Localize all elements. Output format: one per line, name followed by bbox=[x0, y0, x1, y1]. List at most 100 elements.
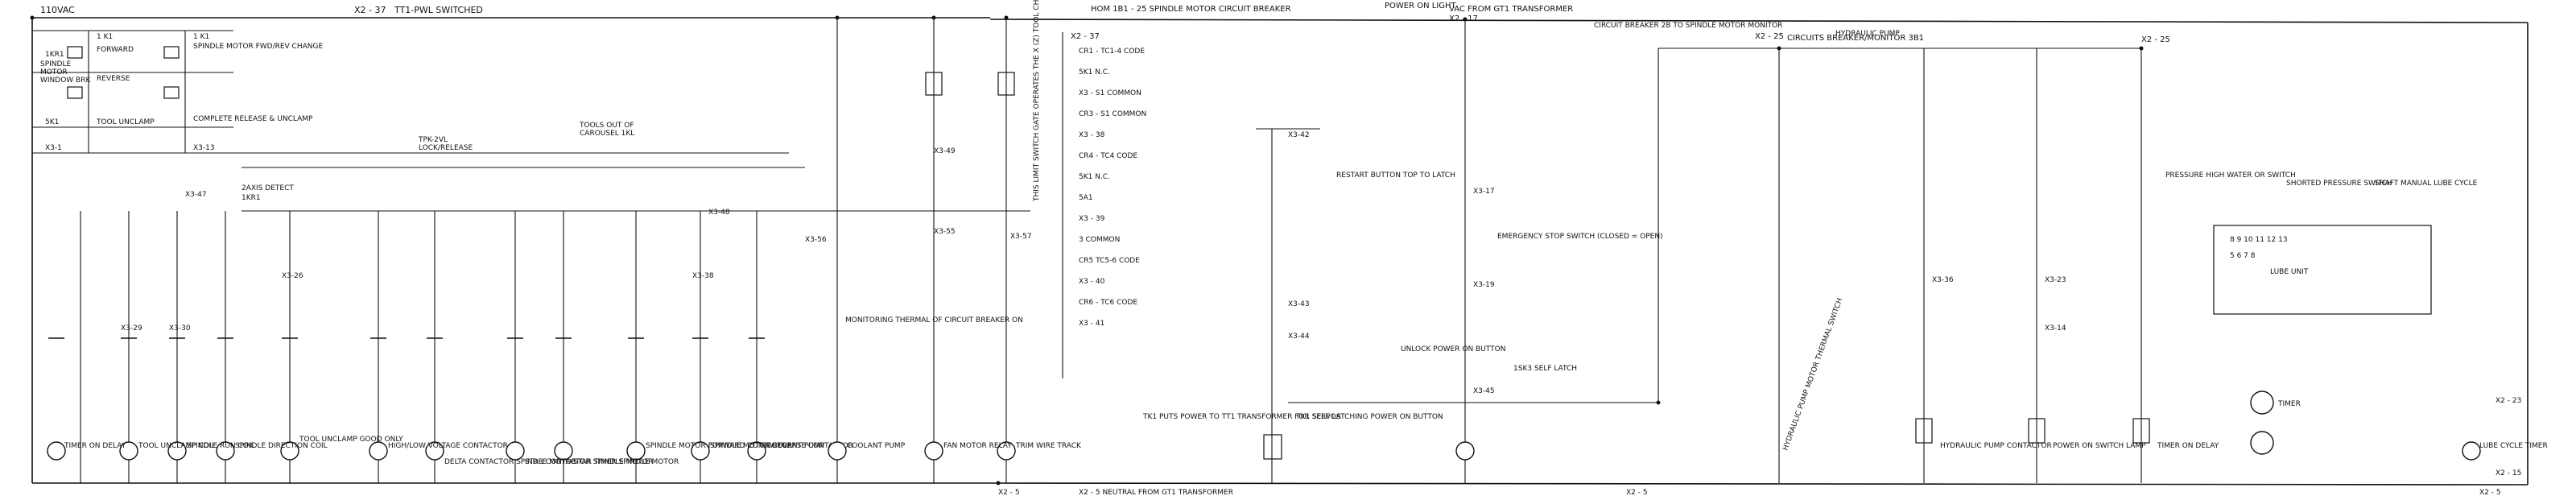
svg-text:TIMER ON DELAY: TIMER ON DELAY bbox=[2157, 442, 2219, 450]
svg-text:CR6 - TC6 CODE: CR6 - TC6 CODE bbox=[1079, 299, 1137, 307]
svg-text:SPINDLE DIRECTION COIL: SPINDLE DIRECTION COIL bbox=[235, 442, 328, 450]
svg-text:X3-13: X3-13 bbox=[193, 144, 215, 152]
svg-text:TIMER: TIMER bbox=[2277, 400, 2301, 408]
svg-text:SHORTED PRESSURE SWITCH: SHORTED PRESSURE SWITCH bbox=[2286, 180, 2392, 188]
svg-text:MONITORING THERMAL OF CIRCUIT: MONITORING THERMAL OF CIRCUIT BREAKER ON bbox=[845, 316, 1023, 324]
svg-text:STAR CONTACTOR SPINDLE MOTOR: STAR CONTACTOR SPINDLE MOTOR bbox=[525, 458, 653, 466]
svg-text:WINDOW BRK: WINDOW BRK bbox=[40, 76, 91, 85]
left-rung-block: 1 K1 FORWARD REVERSE 1 K1 SPINDLE MOTOR … bbox=[32, 30, 323, 154]
svg-text:X3 - 40: X3 - 40 bbox=[1079, 278, 1105, 286]
tk1-block: X3-42 X3-43 X3-44 RESTART BUTTON TOP TO … bbox=[1142, 128, 1658, 483]
svg-text:TK1 PUTS POWER TO TT1 TRANSFOR: TK1 PUTS POWER TO TT1 TRANSFORMER FOR SE… bbox=[1142, 413, 1341, 421]
svg-text:X3 - 38: X3 - 38 bbox=[1079, 131, 1105, 139]
svg-text:CR1 - TC1-4 CODE: CR1 - TC1-4 CODE bbox=[1079, 48, 1145, 56]
svg-text:SPINDLE MOTOR REVERSE CONTACTO: SPINDLE MOTOR REVERSE CONTACTOR bbox=[710, 442, 853, 450]
svg-text:X3-45: X3-45 bbox=[1473, 387, 1495, 395]
middle-column: COOLANT PUMP FAN MOTOR RELAY TRIM WIRE T… bbox=[805, 18, 1082, 483]
tool-change-sequence: CR1 - TC1-4 CODE 5K1 N.C. X3 - S1 COMMON… bbox=[1033, 0, 1146, 378]
svg-text:DELTA CONTACTOR SPINDLE MOTOR: DELTA CONTACTOR SPINDLE MOTOR bbox=[444, 458, 576, 466]
svg-text:STAR TIMER SPINDLE MOTOR: STAR TIMER SPINDLE MOTOR bbox=[573, 458, 679, 466]
svg-text:X3-42: X3-42 bbox=[1288, 131, 1310, 139]
svg-text:FAN MOTOR RELAY: FAN MOTOR RELAY bbox=[943, 442, 1012, 450]
svg-text:THIS LIMIT SWITCH GATE OPERATE: THIS LIMIT SWITCH GATE OPERATES THE X (Z… bbox=[1033, 0, 1041, 202]
svg-text:X3-49: X3-49 bbox=[934, 147, 956, 155]
svg-text:5K1: 5K1 bbox=[45, 118, 59, 126]
svg-text:CAROUSEL 1KL: CAROUSEL 1KL bbox=[580, 130, 634, 138]
svg-text:X3 - 39: X3 - 39 bbox=[1079, 215, 1105, 223]
bottom-coils-left: TIMER ON DELAY TOOL UNCLAMP COIL SPINDLE… bbox=[47, 272, 853, 466]
breaker-3b1-label: CIRCUITS BREAKER/MONITOR 3B1 bbox=[1787, 34, 1924, 43]
svg-text:X3 - S1 COMMON: X3 - S1 COMMON bbox=[1079, 89, 1141, 97]
x2-37-right-label: X2 - 37 bbox=[1071, 32, 1100, 41]
svg-text:1 K1: 1 K1 bbox=[97, 33, 113, 41]
svg-text:X3-19: X3-19 bbox=[1473, 281, 1495, 289]
svg-text:X3-43: X3-43 bbox=[1288, 300, 1310, 308]
svg-text:POWER ON SWITCH LAMP: POWER ON SWITCH LAMP bbox=[2053, 442, 2146, 450]
svg-text:X3-56: X3-56 bbox=[805, 236, 827, 244]
x2-25-far-label: X2 - 25 bbox=[2141, 35, 2170, 44]
svg-text:1SK3 SELF LATCH: 1SK3 SELF LATCH bbox=[1513, 365, 1577, 373]
vac-from-gt1-label: VAC FROM GT1 TRANSFORMER bbox=[1449, 5, 1573, 14]
svg-text:X3-26: X3-26 bbox=[282, 272, 303, 280]
svg-text:5K1 N.C.: 5K1 N.C. bbox=[1079, 68, 1110, 76]
svg-text:MOTOR: MOTOR bbox=[40, 68, 68, 76]
svg-text:EMERGENCY STOP SWITCH (CLOSED: EMERGENCY STOP SWITCH (CLOSED = OPEN) bbox=[1497, 233, 1663, 241]
svg-text:X3-14: X3-14 bbox=[2045, 324, 2066, 333]
power-on-light-label: POWER ON LIGHT bbox=[1385, 2, 1457, 10]
svg-text:HYDRAULIC PUMP MOTOR THERMAL S: HYDRAULIC PUMP MOTOR THERMAL SWITCH bbox=[1781, 297, 1844, 452]
svg-text:SPINDLE: SPINDLE bbox=[40, 60, 71, 68]
lube-block: 8 9 10 11 12 13 5 6 7 8 LUBE UNIT PRESSU… bbox=[2165, 171, 2548, 477]
svg-text:X2 - 15: X2 - 15 bbox=[2496, 469, 2521, 477]
svg-text:TIMER ON DELAY: TIMER ON DELAY bbox=[64, 442, 126, 450]
svg-text:5A1: 5A1 bbox=[1079, 194, 1093, 202]
x2-5b-label: X2 - 5 bbox=[1626, 489, 1648, 497]
svg-text:RESTART BUTTON TOP TO LATCH: RESTART BUTTON TOP TO LATCH bbox=[1336, 171, 1455, 180]
svg-text:TOOLS OUT OF: TOOLS OUT OF bbox=[579, 122, 634, 130]
neutral-note: X2 - 5 NEUTRAL FROM GT1 TRANSFORMER bbox=[1079, 489, 1233, 497]
svg-text:UNLOCK POWER ON BUTTON: UNLOCK POWER ON BUTTON bbox=[1401, 345, 1505, 353]
svg-text:COOLANT PUMP: COOLANT PUMP bbox=[847, 442, 906, 450]
tt1-switched-label: TT1-PWL SWITCHED bbox=[394, 5, 483, 15]
svg-text:TK1 SELF LATCHING POWER ON BUT: TK1 SELF LATCHING POWER ON BUTTON bbox=[1295, 413, 1443, 421]
svg-text:X3-23: X3-23 bbox=[2045, 276, 2066, 284]
svg-text:SPINDLE MOTOR FWD/REV CHANGE: SPINDLE MOTOR FWD/REV CHANGE bbox=[193, 43, 323, 51]
svg-text:HIGH/LOW VOLTAGE CONTACTOR: HIGH/LOW VOLTAGE CONTACTOR bbox=[388, 442, 508, 450]
svg-text:CR4 - TC4 CODE: CR4 - TC4 CODE bbox=[1079, 152, 1137, 160]
svg-text:X3-57: X3-57 bbox=[1010, 233, 1032, 241]
svg-text:X3-30: X3-30 bbox=[169, 324, 191, 333]
svg-text:LUBE UNIT: LUBE UNIT bbox=[2270, 268, 2309, 276]
svg-text:X3-48: X3-48 bbox=[708, 209, 730, 217]
x2-25-label: X2 - 25 bbox=[1755, 32, 1784, 41]
svg-text:COMPLETE RELEASE & UNCLAMP: COMPLETE RELEASE & UNCLAMP bbox=[193, 115, 313, 123]
svg-text:2AXIS DETECT: 2AXIS DETECT bbox=[242, 184, 294, 192]
svg-text:X3 - 41: X3 - 41 bbox=[1079, 320, 1104, 328]
svg-text:3 COMMON: 3 COMMON bbox=[1079, 236, 1120, 244]
svg-text:FORWARD: FORWARD bbox=[97, 46, 134, 54]
svg-text:X3-36: X3-36 bbox=[1932, 276, 1954, 284]
svg-text:TOOL UNCLAMP COIL: TOOL UNCLAMP COIL bbox=[138, 442, 216, 450]
svg-text:X3-17: X3-17 bbox=[1473, 188, 1495, 196]
svg-text:LOCK/RELEASE: LOCK/RELEASE bbox=[419, 144, 473, 152]
svg-text:X2 - 23: X2 - 23 bbox=[2496, 397, 2521, 405]
svg-text:TRIM WIRE TRACK: TRIM WIRE TRACK bbox=[1015, 442, 1082, 450]
junction-dots bbox=[30, 15, 2144, 486]
svg-text:LUBE CYCLE TIMER: LUBE CYCLE TIMER bbox=[2479, 442, 2548, 450]
svg-text:SPINDLE MOTOR FORWARD CONTACTO: SPINDLE MOTOR FORWARD CONTACTOR bbox=[646, 442, 792, 450]
svg-text:CR3 - S1 COMMON: CR3 - S1 COMMON bbox=[1079, 110, 1146, 118]
svg-text:X3-55: X3-55 bbox=[934, 228, 956, 236]
svg-text:HYDRAULIC PUMP: HYDRAULIC PUMP bbox=[1835, 30, 1900, 38]
svg-text:CR5 TC5-6 CODE: CR5 TC5-6 CODE bbox=[1079, 257, 1140, 265]
circuit-breaker-2b-label: CIRCUIT BREAKER 2B TO SPINDLE MOTOR MONI… bbox=[1594, 22, 1782, 30]
control-header-block: X3-47 X3-48 TPK-2VL LOCK/RELEASE TOOLS O… bbox=[80, 122, 805, 483]
svg-text:PRESSURE HIGH WATER OR SWITCH: PRESSURE HIGH WATER OR SWITCH bbox=[2165, 171, 2296, 180]
x2-37-label: X2 - 37 bbox=[354, 5, 386, 15]
svg-text:TOOL UNCLAMP: TOOL UNCLAMP bbox=[96, 118, 155, 126]
svg-text:1KR1: 1KR1 bbox=[242, 194, 261, 202]
svg-text:SHAFT MANUAL LUBE CYCLE: SHAFT MANUAL LUBE CYCLE bbox=[2375, 180, 2478, 188]
svg-text:1 K1: 1 K1 bbox=[193, 33, 209, 41]
svg-text:X3-29: X3-29 bbox=[121, 324, 142, 333]
breaker-note: HOM 1B1 - 25 SPINDLE MOTOR CIRCUIT BREAK… bbox=[1091, 5, 1291, 14]
svg-text:REVERSE: REVERSE bbox=[97, 75, 130, 83]
svg-text:8 9 10 11 12 13: 8 9 10 11 12 13 bbox=[2230, 236, 2288, 244]
